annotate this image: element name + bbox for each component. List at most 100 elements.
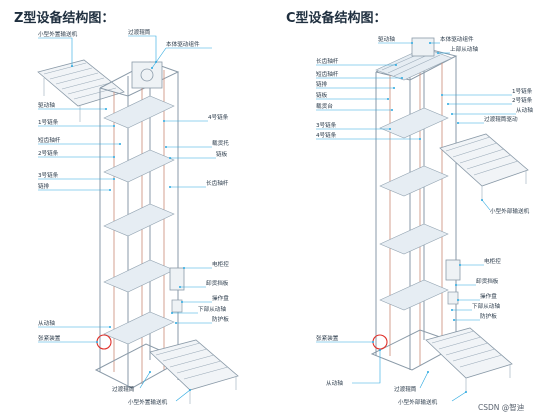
svg-text:张紧装置: 张紧装置 <box>316 334 339 342</box>
c-label-conveyor-right: 小型外部输送机 <box>481 199 530 215</box>
z-bottom-conveyor <box>149 339 239 404</box>
svg-text:载货托: 载货托 <box>212 139 229 147</box>
z-machine <box>37 59 239 404</box>
svg-text:本体驱动组件: 本体驱动组件 <box>166 40 200 48</box>
c-label-drive: 本体驱动组件 <box>429 35 474 44</box>
c-label-chain-plate: 链板 <box>316 91 389 100</box>
svg-text:下部从动轴: 下部从动轴 <box>472 302 500 310</box>
svg-text:过渡辊筒: 过渡辊筒 <box>112 385 135 393</box>
z-label-conveyor-top: 小型外置输送机 <box>38 30 78 67</box>
c-right-conveyor <box>439 133 529 200</box>
svg-text:张紧装置: 张紧装置 <box>38 334 61 342</box>
z-label-tension: 张紧装置 <box>38 334 98 343</box>
svg-text:4号链条: 4号链条 <box>208 113 229 121</box>
c-label-chain2: 2号链条 <box>447 96 533 105</box>
z-label-driven-axle: 从动轴 <box>38 319 111 328</box>
svg-text:长齿轴杆: 长齿轴杆 <box>316 57 339 65</box>
c-label-drive-shaft: 驱动轴 <box>378 35 413 44</box>
svg-text:3号链条: 3号链条 <box>38 171 59 179</box>
svg-text:从动轴: 从动轴 <box>38 319 55 327</box>
svg-text:小型外置输送机: 小型外置输送机 <box>128 398 168 406</box>
z-label-transition-bottom: 过渡辊筒 <box>112 371 151 393</box>
c-label-console: 操作盘 <box>457 292 497 301</box>
z-top-conveyor <box>37 59 125 122</box>
svg-text:防护板: 防护板 <box>212 315 229 323</box>
z-title: Z型设备结构图： <box>14 10 114 26</box>
svg-text:链板: 链板 <box>216 150 228 158</box>
c-label-driven-axle: 从动轴 <box>451 106 533 115</box>
svg-text:长齿轴杆: 长齿轴杆 <box>206 179 229 187</box>
svg-text:2号链条: 2号链条 <box>512 96 533 104</box>
c-label-stopper: 卸货挡板 <box>455 277 499 286</box>
svg-text:过渡辊筒: 过渡辊筒 <box>394 385 417 393</box>
z-label-chain1: 1号链条 <box>38 118 115 127</box>
svg-text:2号链条: 2号链条 <box>38 149 59 157</box>
z-label-driven-shaft: 驱动轴 <box>38 101 107 110</box>
c-label-chain4: 4号链条 <box>316 131 421 140</box>
c-label-chain-row: 链排 <box>316 80 395 89</box>
c-label-conveyor-bottom: 小型外部输送机 <box>398 391 467 406</box>
svg-text:链排: 链排 <box>316 80 328 88</box>
svg-text:驱动轴: 驱动轴 <box>38 101 55 109</box>
svg-text:下部从动轴: 下部从动轴 <box>198 305 226 313</box>
z-label-chain4: 4号链条 <box>163 113 229 122</box>
z-label-lower-driven: 下部从动轴 <box>171 305 226 314</box>
c-label-lower-driven: 下部从动轴 <box>451 302 500 311</box>
c-label-tension: 张紧装置 <box>316 334 374 343</box>
z-label-pallet-support: 载货托 <box>165 139 229 148</box>
svg-text:1号链条: 1号链条 <box>38 118 59 126</box>
z-label-chain2: 2号链条 <box>38 149 115 158</box>
svg-text:电柜控: 电柜控 <box>212 260 229 268</box>
svg-text:小型外部输送机: 小型外部输送机 <box>398 398 438 406</box>
svg-text:短齿轴杆: 短齿轴杆 <box>38 136 61 144</box>
c-machine <box>370 37 529 392</box>
svg-text:小型外部输送机: 小型外部输送机 <box>490 207 530 215</box>
c-label-chain1: 1号链条 <box>441 87 533 96</box>
z-label-drive: 本体驱动组件 <box>151 40 212 69</box>
svg-text:从动轴: 从动轴 <box>326 379 343 387</box>
svg-text:过渡辊筒: 过渡辊筒 <box>128 28 151 36</box>
z-label-guard: 防护板 <box>175 315 229 324</box>
z-label-transition-roller: 过渡辊筒 <box>128 28 157 63</box>
svg-text:电柜控: 电柜控 <box>484 257 501 265</box>
c-label-upper-driven: 上部从动轴 <box>437 45 478 54</box>
svg-text:链排: 链排 <box>38 182 50 190</box>
c-label-transition: 过渡辊筒驱动 <box>457 115 518 124</box>
c-label-long-shaft: 长齿轴杆 <box>316 57 397 66</box>
z-label-chain-row: 链排 <box>38 182 111 191</box>
svg-text:小型外置输送机: 小型外置输送机 <box>38 30 78 38</box>
c-label-pallet: 载货台 <box>316 102 393 111</box>
z-label-short-shaft: 短齿轴杆 <box>38 136 121 145</box>
z-label-console: 操作盘 <box>181 294 229 303</box>
c-title: C型设备结构图： <box>286 10 387 26</box>
svg-text:操作盘: 操作盘 <box>480 292 497 300</box>
c-label-chain3: 3号链条 <box>316 121 391 130</box>
z-label-stopper: 卸货挡板 <box>179 279 229 288</box>
c-bottom-conveyor <box>425 327 513 392</box>
c-tower <box>370 37 462 371</box>
svg-text:操作盘: 操作盘 <box>212 294 229 302</box>
c-annotations: 驱动轴 本体驱动组件 上部从动轴 长齿轴杆 短齿轴杆 链排 链板 载货台 <box>316 35 533 406</box>
c-tension-highlight <box>372 334 388 350</box>
c-label-transition-bottom: 过渡辊筒 <box>394 371 429 393</box>
svg-text:本体驱动组件: 本体驱动组件 <box>440 35 474 43</box>
svg-text:卸货挡板: 卸货挡板 <box>476 277 499 285</box>
svg-text:载货台: 载货台 <box>316 102 333 110</box>
svg-text:链板: 链板 <box>316 91 328 99</box>
svg-text:上部从动轴: 上部从动轴 <box>450 45 478 53</box>
c-label-driven-bottom: 从动轴 <box>326 349 381 387</box>
svg-text:从动轴: 从动轴 <box>516 106 533 114</box>
z-label-conveyor-bottom: 小型外置输送机 <box>128 389 191 406</box>
z-annotations: 小型外置输送机 过渡辊筒 本体驱动组件 驱动轴 1号链条 4号链条 短齿轴杆 <box>38 28 229 406</box>
svg-text:4号链条: 4号链条 <box>316 131 337 139</box>
svg-text:卸货挡板: 卸货挡板 <box>206 279 229 287</box>
svg-text:1号链条: 1号链条 <box>512 87 533 95</box>
c-label-elec-box: 电柜控 <box>459 257 501 266</box>
c-label-short-shaft: 短齿轴杆 <box>316 70 403 79</box>
z-label-elec-box: 电柜控 <box>183 260 229 269</box>
z-label-chain3: 3号链条 <box>38 171 115 180</box>
z-label-long-shaft: 长齿轴杆 <box>169 179 229 188</box>
svg-text:防护板: 防护板 <box>480 312 497 320</box>
svg-text:3号链条: 3号链条 <box>316 121 337 129</box>
